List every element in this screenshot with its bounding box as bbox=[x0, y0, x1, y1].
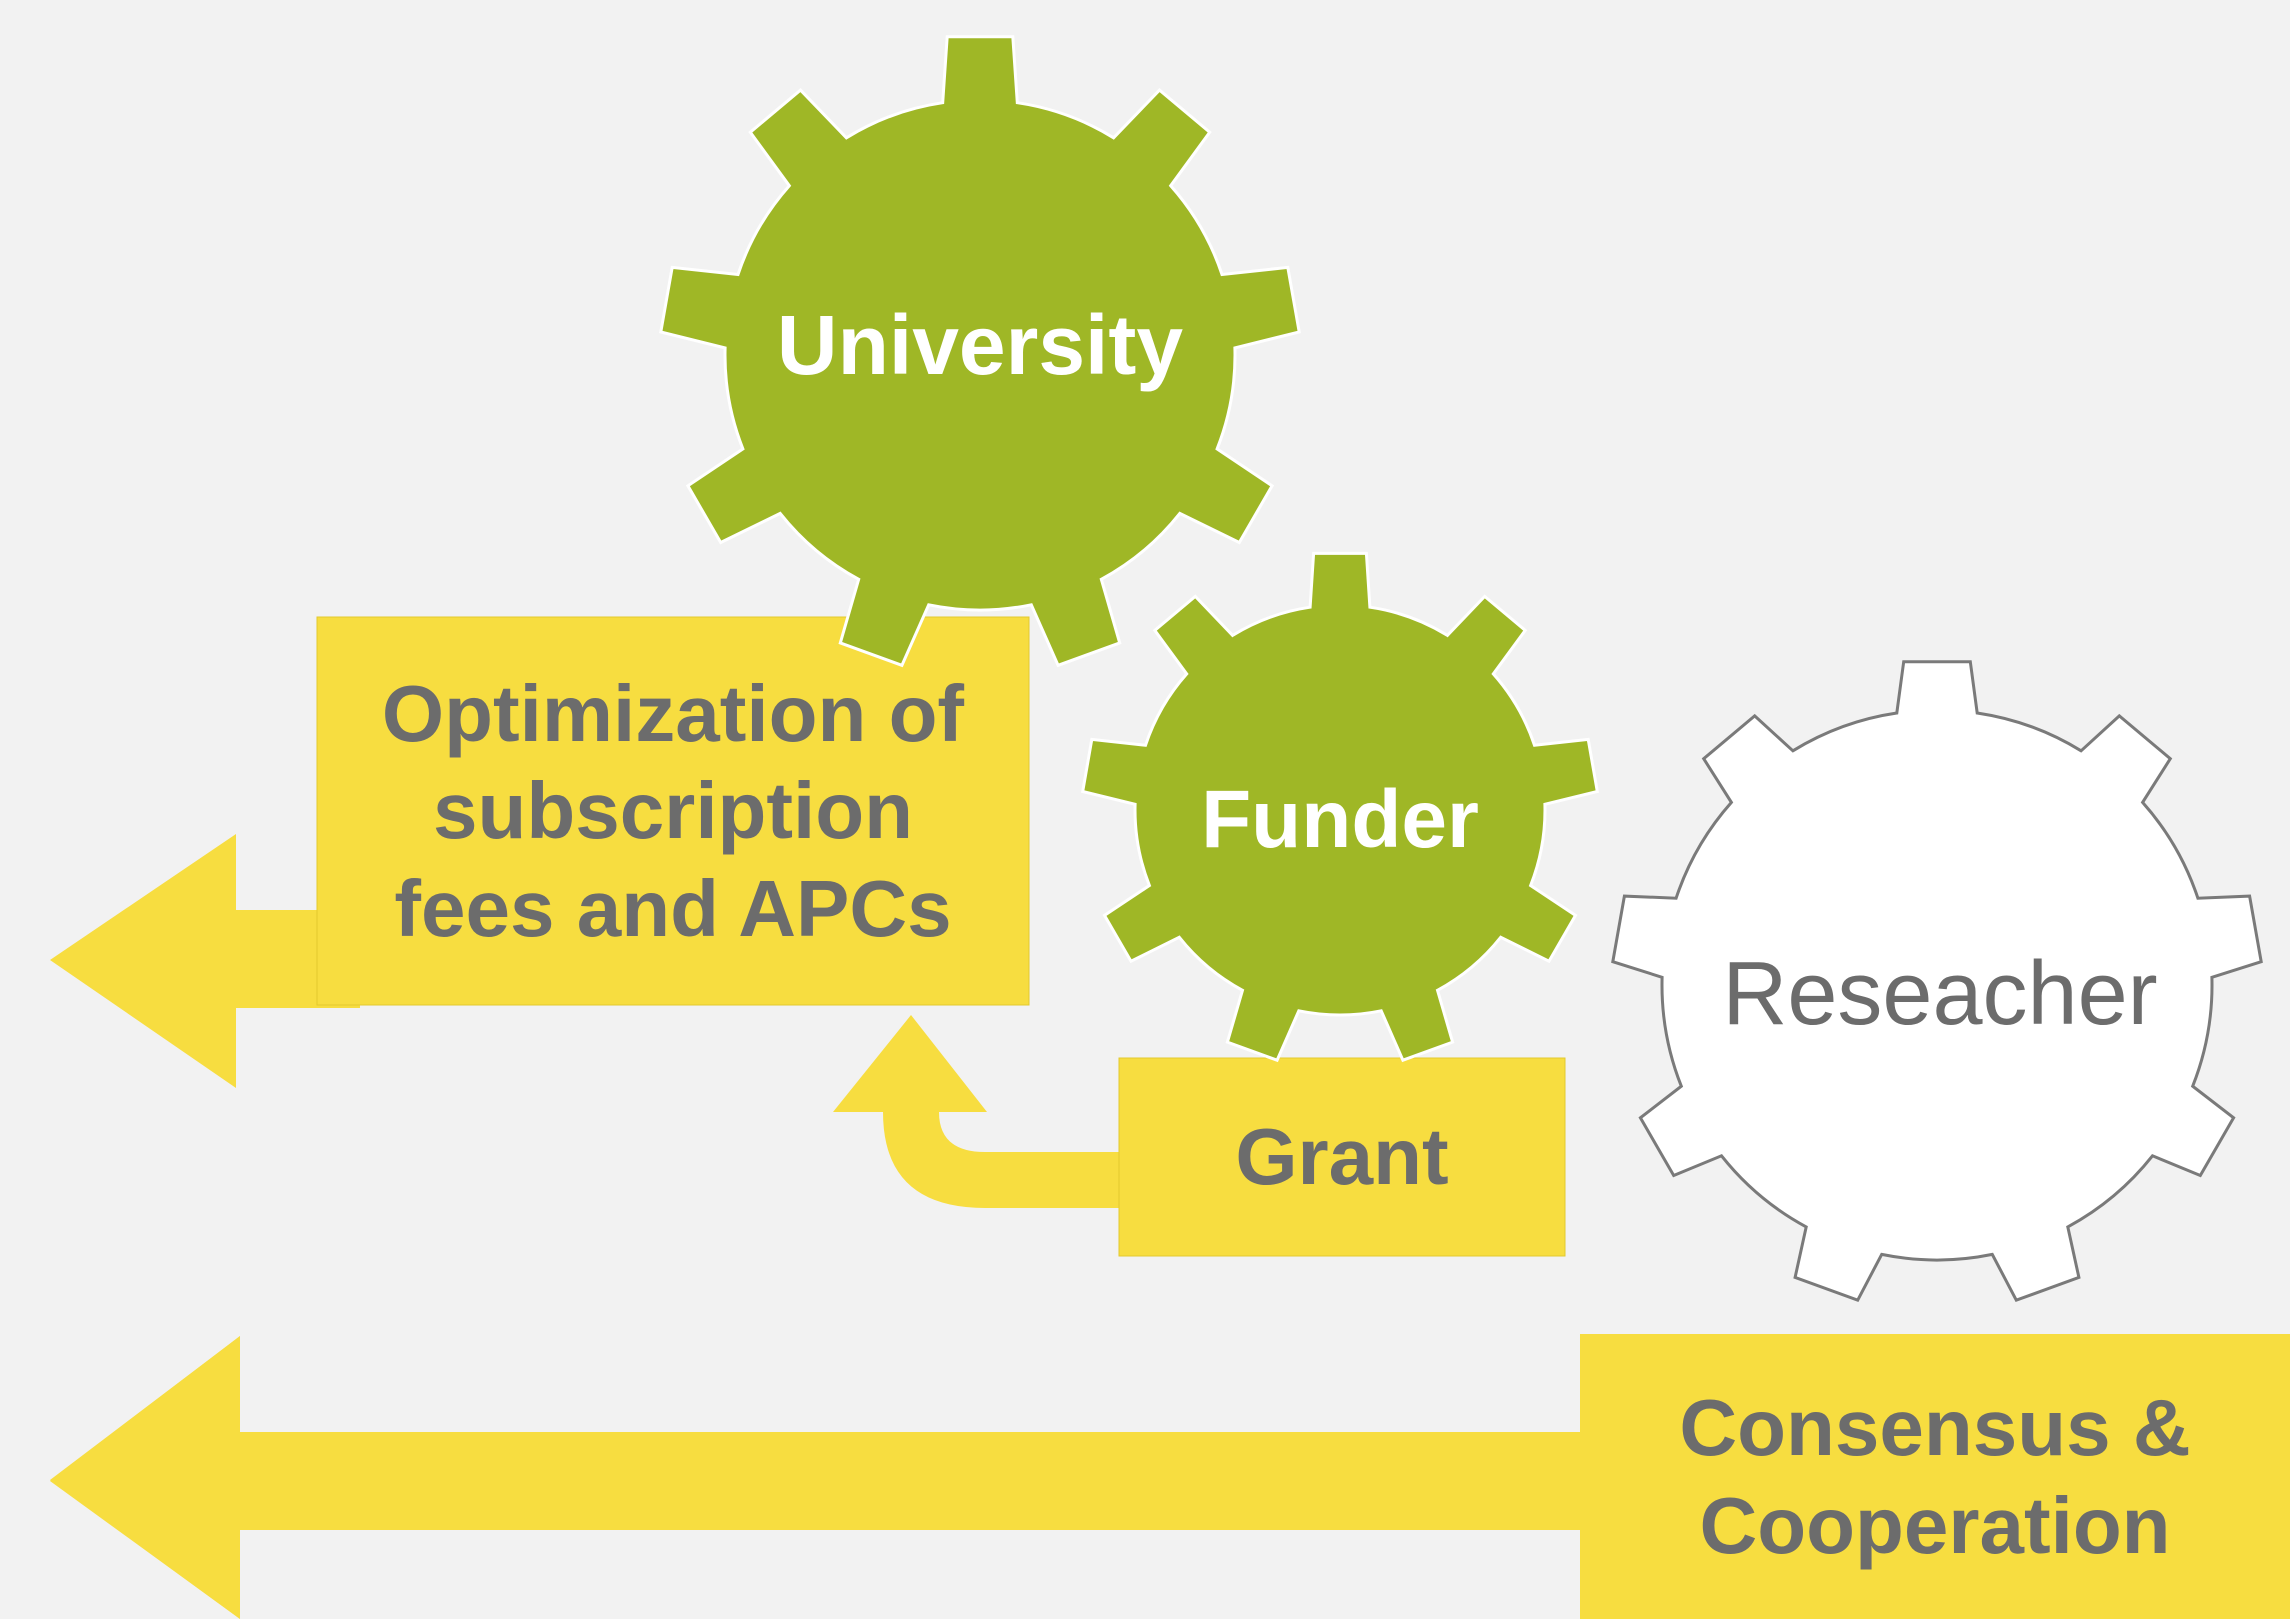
university-gear bbox=[659, 35, 1301, 668]
optimization-arrow-head bbox=[50, 834, 236, 1088]
consensus-box bbox=[1580, 1334, 2290, 1619]
researcher-gear bbox=[1611, 660, 2263, 1303]
funder-gear bbox=[1080, 551, 1600, 1063]
optimization-box bbox=[316, 616, 1030, 1006]
consensus-arrow-head bbox=[50, 1336, 240, 1619]
grant-curved-arrow-head bbox=[833, 1015, 987, 1112]
grant-curved-arrow bbox=[883, 1100, 1125, 1208]
consensus-arrow-shaft bbox=[238, 1432, 1582, 1530]
grant-box bbox=[1118, 1057, 1566, 1257]
